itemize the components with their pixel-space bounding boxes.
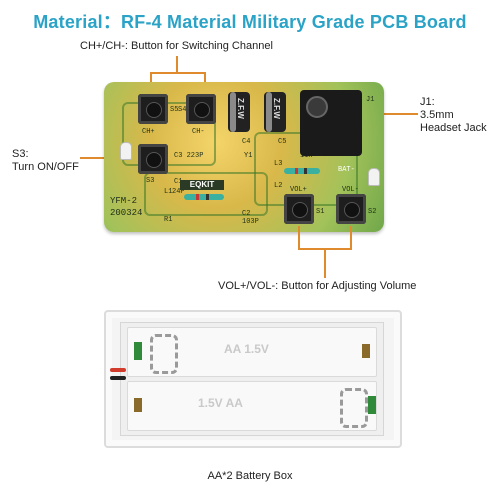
silk-s2: S2 xyxy=(368,208,377,216)
headset-jack-size: 3.5mm xyxy=(420,109,454,121)
silk-c4: C4 xyxy=(242,138,251,146)
silk-y1: Y1 xyxy=(244,152,253,160)
headset-jack-id: J1: xyxy=(420,96,435,108)
battery-mold-text-top: AA 1.5V xyxy=(224,342,269,356)
channel-buttons-label: CH+/CH-: Button for Switching Channel xyxy=(80,40,273,52)
vol-minus-button[interactable] xyxy=(336,194,366,224)
capacitor-c5: Z.F.W xyxy=(264,92,286,132)
battery-box: AA 1.5V 1.5V AA xyxy=(104,310,402,448)
brand-logo: EQKIT xyxy=(180,180,224,190)
volume-leader-right xyxy=(350,226,352,248)
silk-c2: C2 xyxy=(242,210,251,218)
jack-leader xyxy=(362,113,418,115)
silk-date: 200324 xyxy=(110,208,143,218)
silk-c5: C5 xyxy=(278,138,287,146)
ch-plus-button[interactable] xyxy=(138,94,168,124)
resistor-r1 xyxy=(184,194,224,200)
power-switch-id: S3: xyxy=(12,148,29,160)
volume-buttons-label: VOL+/VOL-: Button for Adjusting Volume xyxy=(218,280,417,292)
channel-leader-vertical xyxy=(176,56,178,72)
headset-jack[interactable] xyxy=(300,90,362,156)
silk-vol-minus: VOL- xyxy=(342,186,359,194)
headset-jack-label: J1: 3.5mm Headset Jack xyxy=(420,96,487,135)
silk-ch-plus: CH+ xyxy=(142,128,155,136)
silk-l3: L3 xyxy=(274,160,283,168)
silk-bat: BAT- xyxy=(338,166,355,174)
pcb-board: S5 CH+ S4 CH- S3 Z.F.W Z.F.W C4 C5 C3 22… xyxy=(104,82,384,232)
silk-11h: 11H xyxy=(300,152,313,160)
battery-lead xyxy=(368,168,380,186)
silk-r1: R1 xyxy=(164,216,173,224)
red-wire xyxy=(110,368,126,372)
ch-minus-button[interactable] xyxy=(186,94,216,124)
channel-leader-horizontal xyxy=(150,72,206,74)
power-switch-label: S3: Turn ON/OFF xyxy=(12,148,79,174)
led xyxy=(120,142,132,160)
headset-jack-desc: Headset Jack xyxy=(420,122,487,134)
silk-l1: L1 xyxy=(164,188,173,196)
silk-vol-plus: VOL+ xyxy=(290,186,307,194)
battery-slot-bottom: 1.5V AA xyxy=(127,381,377,431)
resistor-l3 xyxy=(284,168,320,174)
page-title: Material：RF-4 Material Military Grade PC… xyxy=(33,12,467,32)
silk-j1: J1 xyxy=(366,96,375,104)
volume-leader-vertical xyxy=(324,248,326,278)
silk-c3: C3 223P xyxy=(174,152,204,160)
silk-s4: S4 xyxy=(178,106,187,114)
volume-leader-left xyxy=(298,226,300,248)
power-switch-desc: Turn ON/OFF xyxy=(12,161,79,173)
silk-model: YFM-2 xyxy=(110,196,138,206)
battery-slot-top: AA 1.5V xyxy=(127,327,377,377)
power-button[interactable] xyxy=(138,144,168,174)
silk-s3: S3 xyxy=(146,177,155,185)
silk-ch-minus: CH- xyxy=(192,128,205,136)
silk-c1: C1 xyxy=(174,178,183,186)
silk-s1: S1 xyxy=(316,208,325,216)
battery-mold-text-bottom: 1.5V AA xyxy=(198,396,243,410)
silk-l2: L2 xyxy=(274,182,283,190)
silk-c2-value: 103P xyxy=(242,218,259,226)
channel-leader-left xyxy=(150,72,152,90)
silk-s5: S5 xyxy=(170,106,179,114)
channel-leader-right xyxy=(204,72,206,90)
silk-c1-value: 24P xyxy=(172,188,185,196)
black-wire xyxy=(110,376,126,380)
battery-box-label: AA*2 Battery Box xyxy=(207,470,293,482)
vol-plus-button[interactable] xyxy=(284,194,314,224)
capacitor-c4: Z.F.W xyxy=(228,92,250,132)
